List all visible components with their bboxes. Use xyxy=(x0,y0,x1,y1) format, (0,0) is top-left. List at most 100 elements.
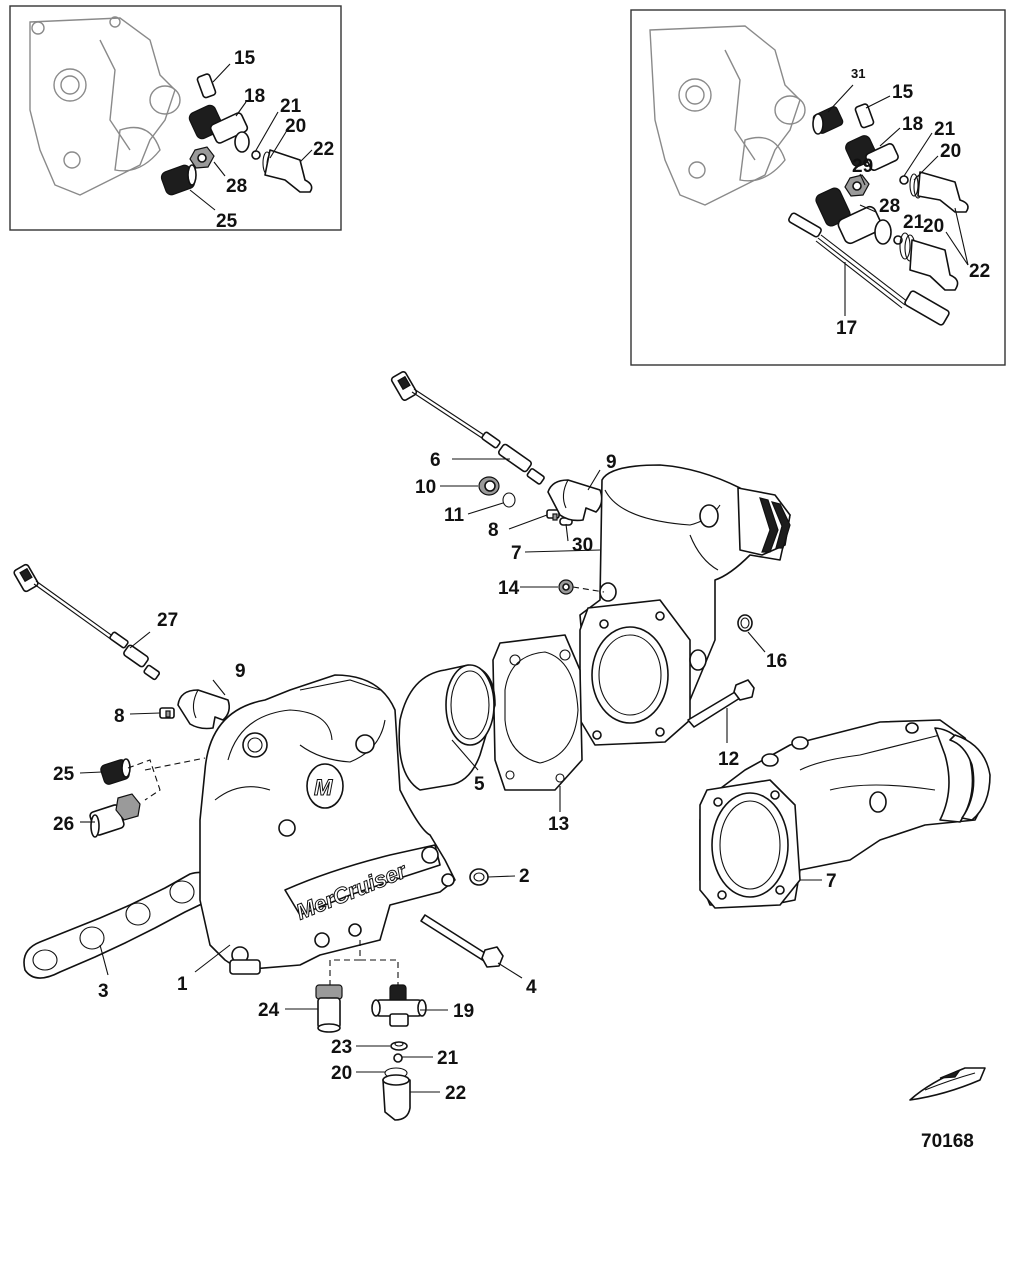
inset-left-engine-outline xyxy=(29,16,181,196)
inset-left-nut-28 xyxy=(189,146,215,169)
inset-left-callout-20: 20 xyxy=(285,116,306,137)
callout-20: 20 xyxy=(331,1063,352,1084)
nut-14 xyxy=(558,579,574,595)
callout-labels: 6 10 11 8 9 7 30 14 16 12 13 5 27 9 8 25… xyxy=(53,450,837,1104)
bolt-8-lower xyxy=(159,707,175,719)
callout-22: 22 xyxy=(445,1083,466,1104)
inset-left-callout-18: 18 xyxy=(244,86,265,107)
inset-right-callout-15: 15 xyxy=(892,82,914,103)
inset-left-fitting-18 xyxy=(188,104,250,153)
plug-2 xyxy=(469,868,489,886)
callout-27: 27 xyxy=(157,610,178,631)
callout-7-lower: 7 xyxy=(826,871,837,892)
exhaust-manifold-1: M MerCruiser xyxy=(199,674,456,975)
callout-8-upper: 8 xyxy=(488,520,499,541)
inset-right-callout-17: 17 xyxy=(836,318,857,339)
lower-fitting-dash-1 xyxy=(329,940,361,985)
inset-left-plug-15 xyxy=(196,73,217,99)
inset-left-callout-21: 21 xyxy=(280,96,302,117)
inset-left-callout-28: 28 xyxy=(226,176,247,197)
inset-right-engine-outline xyxy=(649,25,806,206)
callout-12: 12 xyxy=(718,749,739,770)
figure-number: 70168 xyxy=(921,1131,974,1152)
inset-right-callout-22: 22 xyxy=(969,261,990,282)
ring-21 xyxy=(393,1053,403,1063)
callout-26: 26 xyxy=(53,814,74,835)
exhaust-elbow-7-upper xyxy=(579,464,791,746)
inset-right-callout-18: 18 xyxy=(902,114,923,135)
callout-3: 3 xyxy=(98,981,109,1002)
inset-right-callout-29: 29 xyxy=(852,156,873,177)
callout-5: 5 xyxy=(474,774,485,795)
fitting-leader-dashes xyxy=(127,759,161,801)
inset-right-ring-21a xyxy=(899,175,909,185)
callout-lines xyxy=(79,458,822,1093)
inset-right-callout-21b: 21 xyxy=(903,212,925,233)
inset-right-sensor-17 xyxy=(788,212,950,326)
inset-right-fitting-18 xyxy=(845,135,899,171)
fitting-26 xyxy=(89,793,141,838)
callout-25: 25 xyxy=(53,764,75,785)
inset-right-callout-21a: 21 xyxy=(934,119,956,140)
washer-23 xyxy=(390,1041,408,1051)
gasket-13 xyxy=(492,634,583,791)
bolt-12 xyxy=(687,679,755,728)
nut-10 xyxy=(478,476,500,496)
callout-13: 13 xyxy=(548,814,569,835)
callout-30: 30 xyxy=(572,535,593,556)
bolt-4 xyxy=(420,914,504,968)
callout-16: 16 xyxy=(766,651,787,672)
callout-2: 2 xyxy=(519,866,530,887)
callout-19: 19 xyxy=(453,1001,474,1022)
callout-11: 11 xyxy=(444,505,465,526)
lower-fitting-dash-2 xyxy=(360,959,399,985)
inset-left-callout-22: 22 xyxy=(313,139,334,160)
callout-8-lower: 8 xyxy=(114,706,125,727)
fitting-leader-dashes-2 xyxy=(144,757,206,771)
callout-6: 6 xyxy=(430,450,441,471)
callout-21: 21 xyxy=(437,1048,459,1069)
inset-right-elbow-22a xyxy=(917,171,969,213)
manifold-logo-mark: M xyxy=(314,775,333,800)
bolt-8-upper xyxy=(546,509,560,521)
inset-right-callout-20a: 20 xyxy=(940,141,961,162)
oxygen-sensor-6 xyxy=(390,371,545,485)
inset-right-callout-28: 28 xyxy=(879,196,900,217)
inset-right-callout-31: 31 xyxy=(851,66,865,81)
callout-24: 24 xyxy=(258,1000,280,1021)
heat-shield-9-lower xyxy=(177,689,230,730)
inset-right: 31 15 18 21 20 29 28 21 20 22 17 xyxy=(630,9,1006,366)
nut-14-leader xyxy=(572,586,605,593)
callout-1: 1 xyxy=(177,974,188,995)
inset-right-callout-20b: 20 xyxy=(923,216,944,237)
inset-right-nut-29 xyxy=(844,174,870,197)
inset-right-elbow-22b xyxy=(909,239,959,291)
inset-right-adapter-31 xyxy=(812,106,844,135)
callout-9-upper: 9 xyxy=(606,452,617,473)
inset-right-fitting-28 xyxy=(815,187,892,245)
plug-16 xyxy=(737,614,753,632)
callout-10: 10 xyxy=(415,477,436,498)
inset-left-ring-21 xyxy=(251,150,261,160)
cap-25 xyxy=(100,758,131,785)
callout-7-upper: 7 xyxy=(511,543,522,564)
oxygen-sensor-27 xyxy=(13,563,161,681)
inset-left-cap-25 xyxy=(160,164,197,196)
callout-23: 23 xyxy=(331,1037,352,1058)
fitting-24 xyxy=(315,984,343,1033)
callout-14: 14 xyxy=(498,578,520,599)
elbow-22 xyxy=(382,1074,411,1121)
inset-right-plug-15 xyxy=(854,103,875,129)
inset-left-callout-15: 15 xyxy=(234,48,256,69)
callout-9-lower: 9 xyxy=(235,661,246,682)
sleeve-5 xyxy=(398,664,496,791)
tee-fitting-19 xyxy=(371,984,427,1027)
inset-left-frame xyxy=(9,5,342,231)
inset-left: 15 18 21 20 22 28 25 xyxy=(9,5,342,232)
washer-11 xyxy=(502,492,516,508)
inset-right-frame xyxy=(630,9,1006,366)
boat-icon xyxy=(909,1067,986,1101)
inset-left-elbow-22 xyxy=(264,149,313,193)
exhaust-elbow-7-lower xyxy=(699,719,991,909)
